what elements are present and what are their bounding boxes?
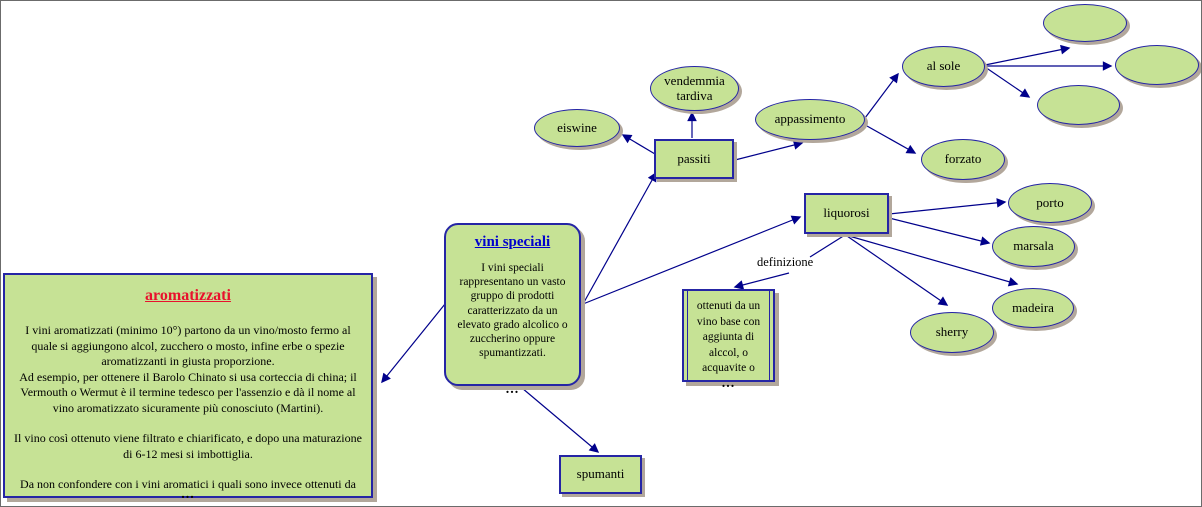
sherry-label: sherry (935, 324, 969, 340)
node-al-sole[interactable]: al sole (902, 46, 985, 87)
liquorosi-label: liquorosi (823, 205, 870, 221)
ottenuti-truncation: ... (721, 376, 736, 391)
aromatizzati-truncation: ... (181, 487, 195, 502)
spumanti-label: spumanti (576, 466, 625, 482)
node-eiswine[interactable]: eiswine (534, 109, 620, 147)
al-sole-label: al sole (926, 58, 961, 74)
aromatizzati-paragraph-4: Da non confondere con i vini aromatici i… (20, 477, 356, 491)
node-empty-3[interactable] (1037, 85, 1120, 125)
forzato-label: forzato (944, 151, 982, 167)
passiti-label: passiti (677, 150, 711, 166)
aromatizzati-paragraph-3: Il vino così ottenuto viene filtrato e c… (14, 431, 362, 461)
vendemmia-tardiva-label: vendemmia tardiva (664, 72, 725, 103)
vini-speciali-body: I vini speciali rappresentano un vasto g… (457, 262, 568, 360)
node-sherry[interactable]: sherry (910, 312, 994, 353)
vini-speciali-title: vini speciali (474, 234, 551, 250)
node-empty-2[interactable] (1115, 45, 1199, 85)
ottenuti-body: ottenuti da un vino base con aggiunta di… (696, 300, 761, 374)
node-vendemmia-tardiva[interactable]: vendemmia tardiva (650, 66, 739, 111)
node-passiti[interactable]: passiti (654, 139, 734, 179)
node-marsala[interactable]: marsala (992, 226, 1075, 267)
node-ottenuti-definition[interactable]: ottenuti da un vino base con aggiunta di… (682, 289, 775, 382)
appassimento-label: appassimento (774, 111, 846, 127)
madeira-label: madeira (1012, 299, 1054, 315)
vini-speciali-truncation: ... (505, 382, 520, 397)
eiswine-label: eiswine (557, 119, 597, 135)
node-madeira[interactable]: madeira (992, 288, 1074, 328)
node-aromatizzati[interactable]: aromatizzati I vini aromatizzati (minimo… (3, 273, 373, 498)
link-label-definizione[interactable]: definizione (757, 255, 814, 269)
node-porto[interactable]: porto (1008, 183, 1092, 223)
node-forzato[interactable]: forzato (921, 139, 1005, 180)
marsala-label: marsala (1013, 238, 1054, 254)
node-vini-speciali[interactable]: vini speciali I vini speciali rappresent… (444, 223, 581, 386)
aromatizzati-paragraph-2: Ad esempio, per ottenere il Barolo China… (19, 369, 357, 415)
node-liquorosi[interactable]: liquorosi (804, 193, 889, 234)
aromatizzati-paragraph-1: I vini aromatizzati (minimo 10°) partono… (25, 323, 351, 368)
node-spumanti[interactable]: spumanti (559, 455, 642, 494)
porto-label: porto (1036, 194, 1064, 210)
node-appassimento[interactable]: appassimento (755, 99, 865, 140)
aromatizzati-title: aromatizzati (145, 287, 231, 304)
node-empty-1[interactable] (1043, 4, 1127, 42)
